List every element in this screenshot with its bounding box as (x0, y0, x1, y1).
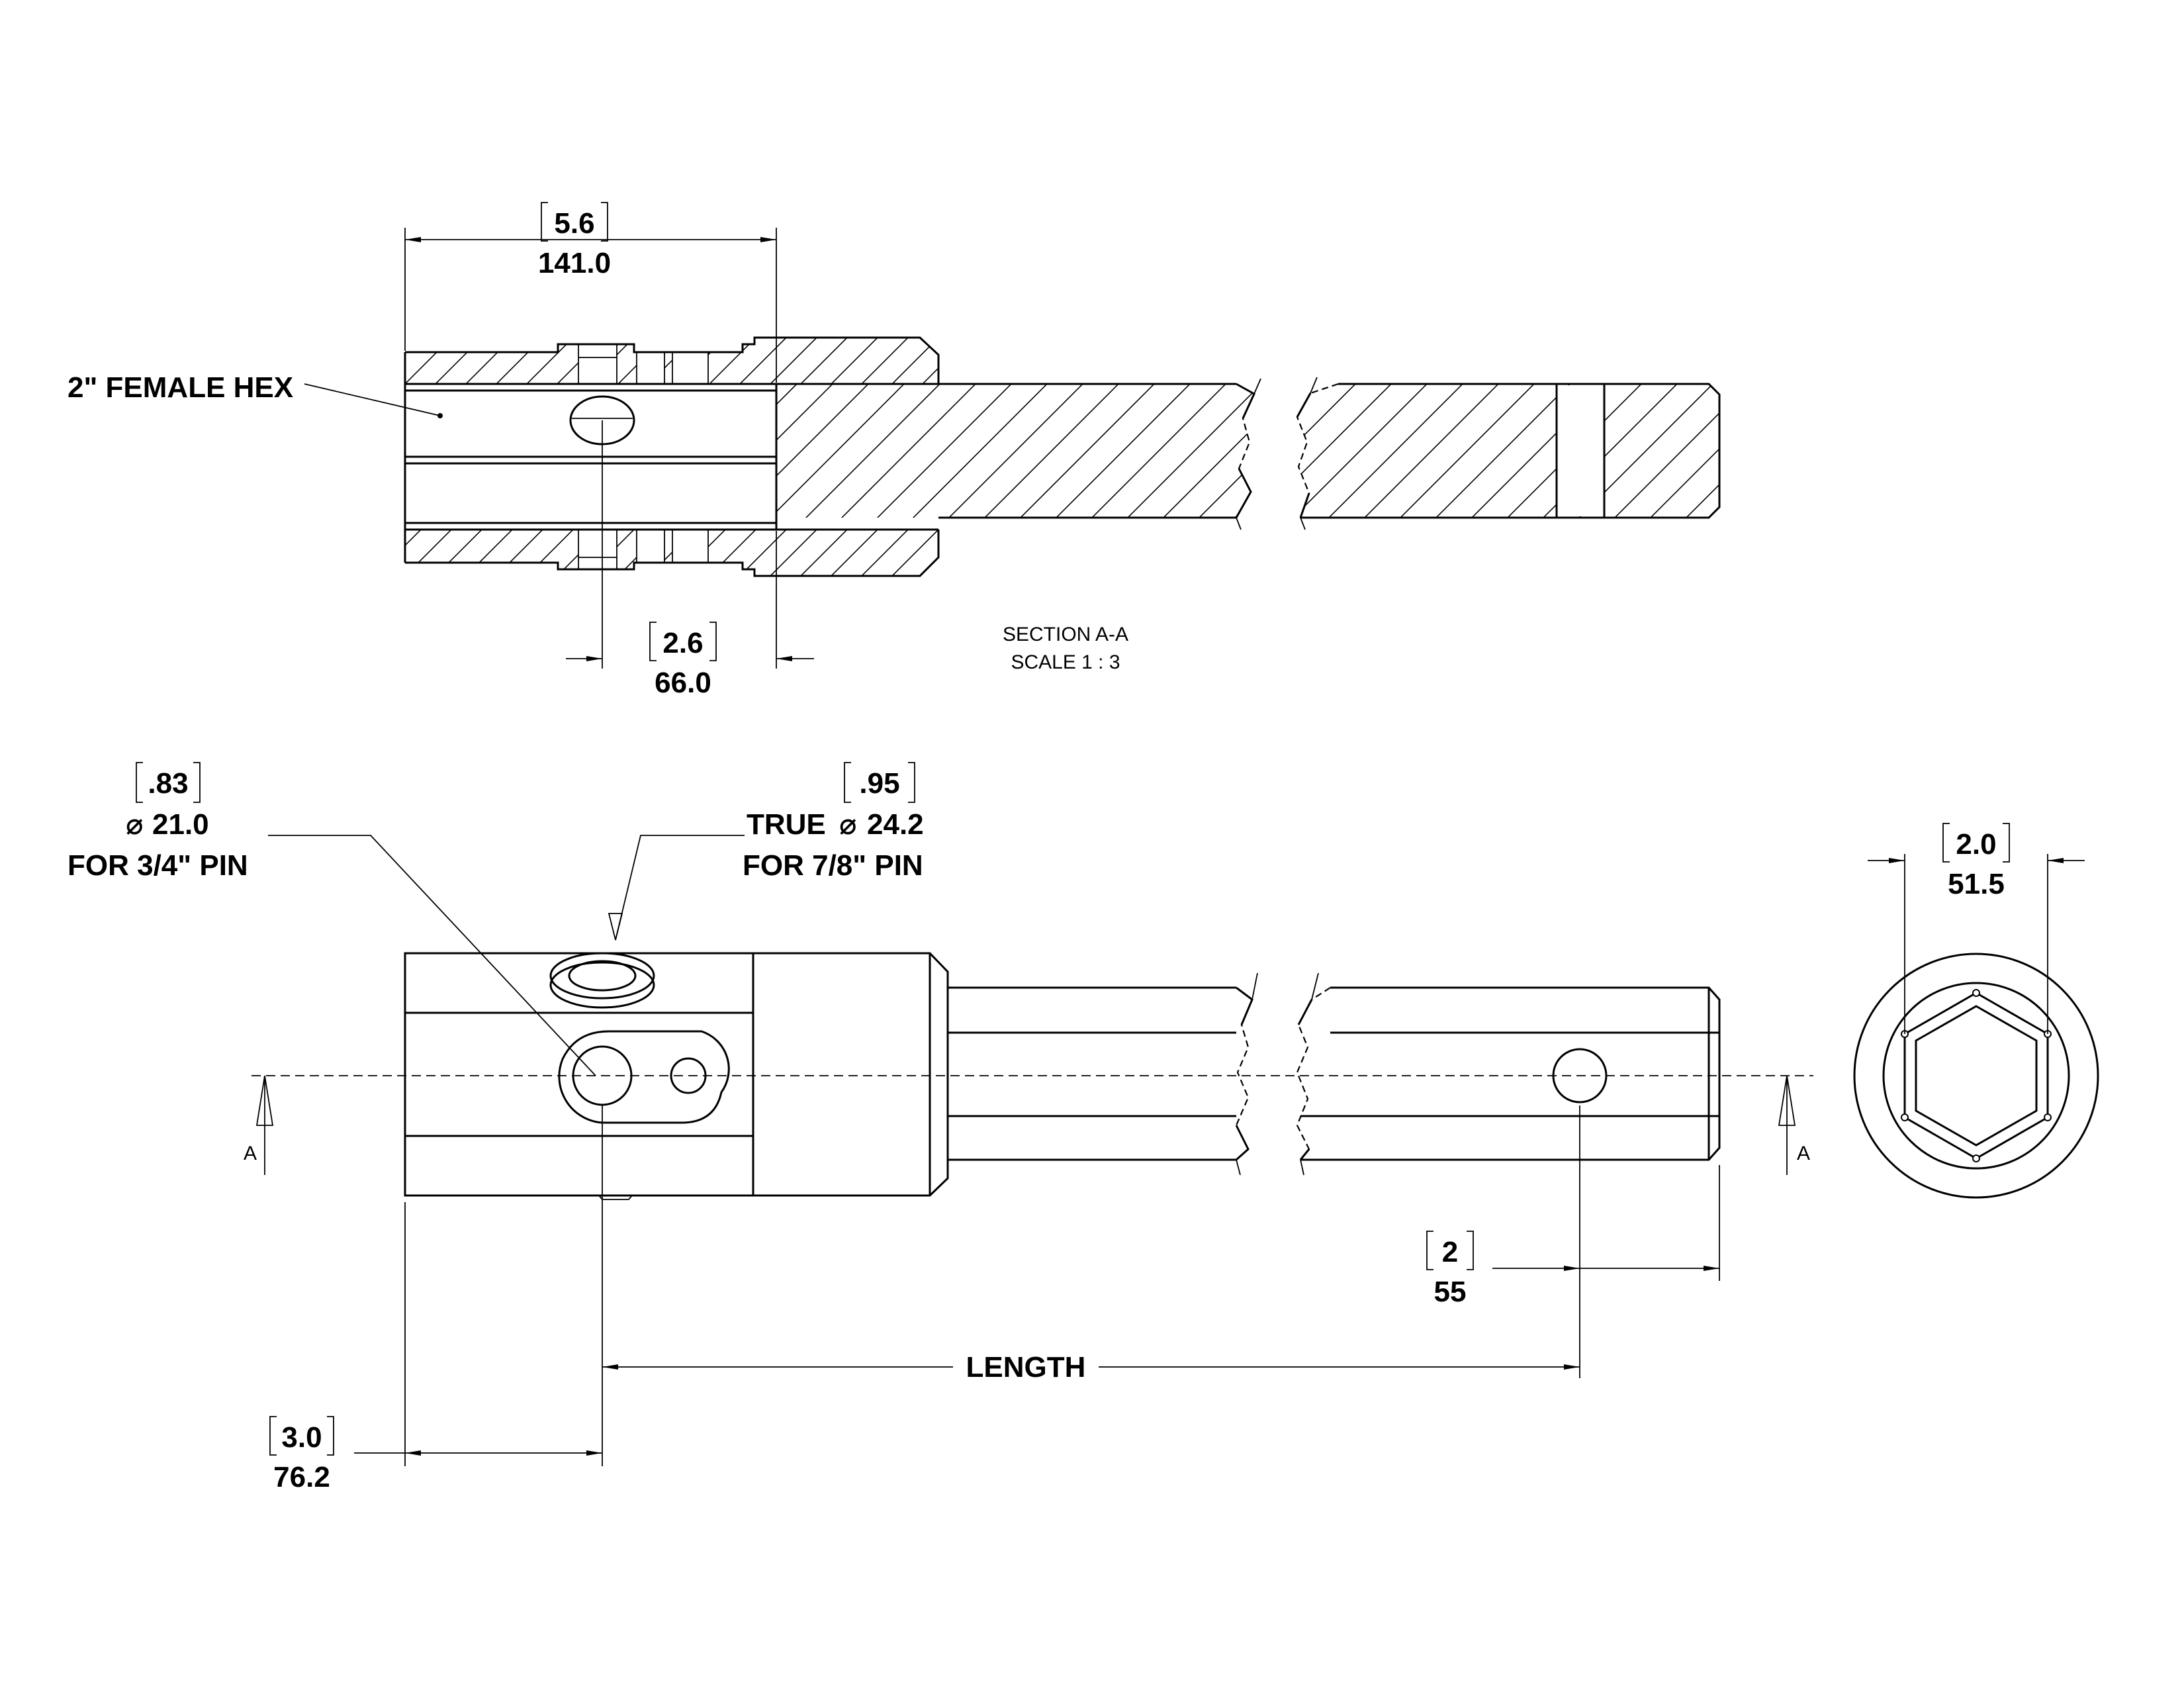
dim-tip-in: 2 (1442, 1236, 1458, 1268)
hex-socket-inner (1915, 1005, 2038, 1147)
length-label: LENGTH (966, 1351, 1086, 1383)
shaft-end-front (1300, 986, 1721, 1161)
hole-large-in: .95 (859, 767, 899, 800)
dim-hex-mm: 51.5 (1948, 868, 2005, 900)
hole-small-note: FOR 3/4" PIN (68, 849, 248, 882)
dim-overall-in: 5.6 (554, 207, 594, 240)
diameter-symbol-small: ⌀ (126, 808, 144, 841)
hatch-hub-bottom (405, 530, 938, 576)
diameter-symbol-large: ⌀ (839, 808, 857, 841)
large-pin-boss (549, 961, 655, 1009)
front-view: A A .83 ⌀ 21.0 FOR 3/4" PIN .95 TRUE ⌀ 2… (68, 762, 1813, 1493)
dim-pin-mm: 66.0 (655, 667, 711, 699)
hole-small-mm: 21.0 (152, 808, 209, 841)
hub-collar (753, 952, 949, 1197)
dim-hex-in: 2.0 (1956, 828, 1996, 861)
note-female-hex: 2" FEMALE HEX (68, 371, 293, 404)
hatch-shaft-left (776, 384, 1254, 518)
dim-tip-mm: 55 (1434, 1276, 1467, 1308)
shaft-end-outline (1300, 383, 1721, 519)
end-view: 2.0 51.5 (1853, 823, 2099, 1199)
hole-large-prefix: TRUE (747, 808, 826, 841)
hub-body (404, 952, 754, 1197)
hub-outline-top (405, 336, 940, 384)
hex-socket-outer (1903, 992, 2049, 1160)
section-title: SECTION A-A (1003, 624, 1128, 645)
dim-end-mm: 76.2 (273, 1461, 330, 1493)
hub-outline-bottom (405, 530, 940, 577)
pin-slot (558, 1030, 730, 1124)
hole-large-mm: 24.2 (867, 808, 924, 841)
section-arrow-right (1778, 1075, 1796, 1175)
hole-large-note: FOR 7/8" PIN (743, 849, 923, 882)
section-scale: SCALE 1 : 3 (1011, 651, 1120, 673)
section-a-a-view: 2" FEMALE HEX 5.6 141.0 2.6 66.0 SECTION… (68, 202, 1721, 699)
end-view-inner-circle (1882, 982, 2070, 1170)
section-marker-left: A (244, 1143, 257, 1164)
end-view-outer-circle (1853, 953, 2099, 1199)
leader-large-hole (615, 835, 745, 941)
hole-small-in: .83 (148, 767, 188, 800)
dim-overall-mm: 141.0 (538, 247, 611, 279)
section-marker-right: A (1797, 1143, 1810, 1164)
large-pin-hole (568, 960, 637, 992)
leader-small-hole (268, 835, 596, 1076)
dim-end-in: 3.0 (281, 1421, 322, 1454)
hatch-hub-top (405, 338, 938, 384)
dim-pin-in: 2.6 (662, 627, 703, 659)
section-arrow-left (255, 1075, 274, 1175)
